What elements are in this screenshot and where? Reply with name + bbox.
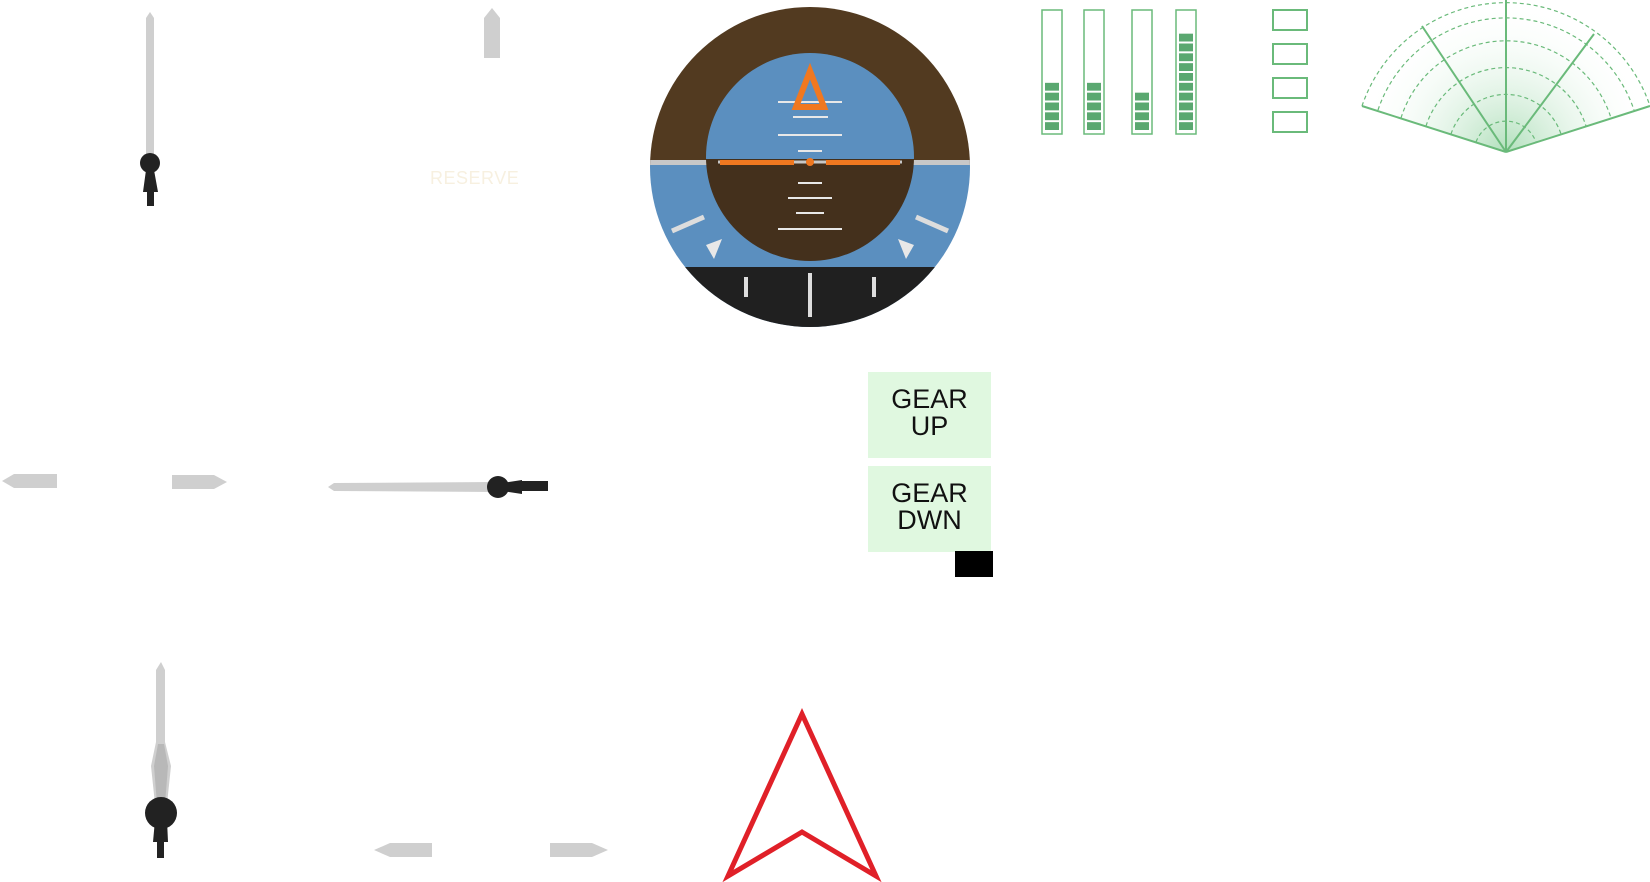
gauge-needle-icon <box>328 476 548 498</box>
attitude-indicator <box>648 5 972 329</box>
bar-level-4 <box>1175 9 1197 135</box>
pointer-stub-icon <box>550 843 608 857</box>
bar-level-3 <box>1131 9 1153 135</box>
bar-segment <box>1087 82 1101 91</box>
bar-segment <box>1179 102 1193 111</box>
bar-segment <box>1179 53 1193 62</box>
indicator-boxes <box>1272 9 1308 133</box>
bar-segment <box>1135 92 1149 101</box>
gear-up-label-line1: GEAR <box>891 384 968 414</box>
indicator-box-stack <box>1272 9 1310 137</box>
bar-segment <box>1179 82 1193 91</box>
gauge-needle-horizontal <box>326 472 552 502</box>
pointer-stub-icon <box>484 8 500 58</box>
gear-down-button[interactable]: GEAR DWN <box>868 466 991 552</box>
bar-segment <box>1045 122 1059 130</box>
radar-display <box>1358 0 1650 160</box>
gauge-needle-icon <box>145 662 177 858</box>
pointer-stub-icon <box>172 475 227 489</box>
bar-level-1 <box>1041 9 1063 135</box>
bar-segment <box>1087 122 1101 130</box>
bar-level-group <box>1040 8 1200 138</box>
pointer-stub-top <box>480 6 504 60</box>
radar-sweep-icon <box>1361 0 1650 153</box>
bar-segment <box>1179 73 1193 81</box>
bar-segment <box>1087 112 1101 121</box>
bar-segment <box>1045 92 1059 101</box>
bar-segment <box>1045 82 1059 91</box>
bar-segment <box>1135 122 1149 130</box>
bar-segment <box>1179 112 1193 121</box>
gear-down-label-line1: GEAR <box>891 478 968 508</box>
bar-segment <box>1087 92 1101 101</box>
gear-down-label-line2: DWN <box>897 505 962 535</box>
attitude-indicator-icon <box>650 7 970 327</box>
gauge-needle-bottom-left <box>140 660 180 860</box>
bar-segment <box>1179 63 1193 71</box>
bar-segment <box>1087 102 1101 111</box>
bar-segment <box>1179 92 1193 101</box>
gear-up-button[interactable]: GEAR UP <box>868 372 991 458</box>
bar-level-indicators <box>1041 9 1197 135</box>
navigation-arrow-icon <box>722 707 882 882</box>
pointer-stub-left-b <box>170 473 230 493</box>
bar-segment <box>1179 33 1193 42</box>
gauge-needle-top-left <box>130 10 170 210</box>
pointer-stub-bottom-a <box>372 841 436 861</box>
pointer-stub-icon <box>2 474 57 488</box>
pointer-stub-icon <box>374 843 432 857</box>
bar-segment <box>1045 102 1059 111</box>
bar-segment <box>1045 112 1059 121</box>
bar-level-2 <box>1083 9 1105 135</box>
gear-up-label-line2: UP <box>910 411 949 441</box>
pointer-stub-left-a <box>0 472 60 492</box>
navigation-arrow <box>722 707 882 882</box>
bar-segment <box>1179 43 1193 52</box>
bar-segment <box>1135 112 1149 121</box>
reserve-label: RESERVE <box>430 168 520 188</box>
gear-status-indicator <box>955 551 993 577</box>
pointer-stub-bottom-b <box>548 841 612 861</box>
bar-segment <box>1179 122 1193 130</box>
bar-segment <box>1135 102 1149 111</box>
gauge-needle-icon <box>140 12 160 206</box>
